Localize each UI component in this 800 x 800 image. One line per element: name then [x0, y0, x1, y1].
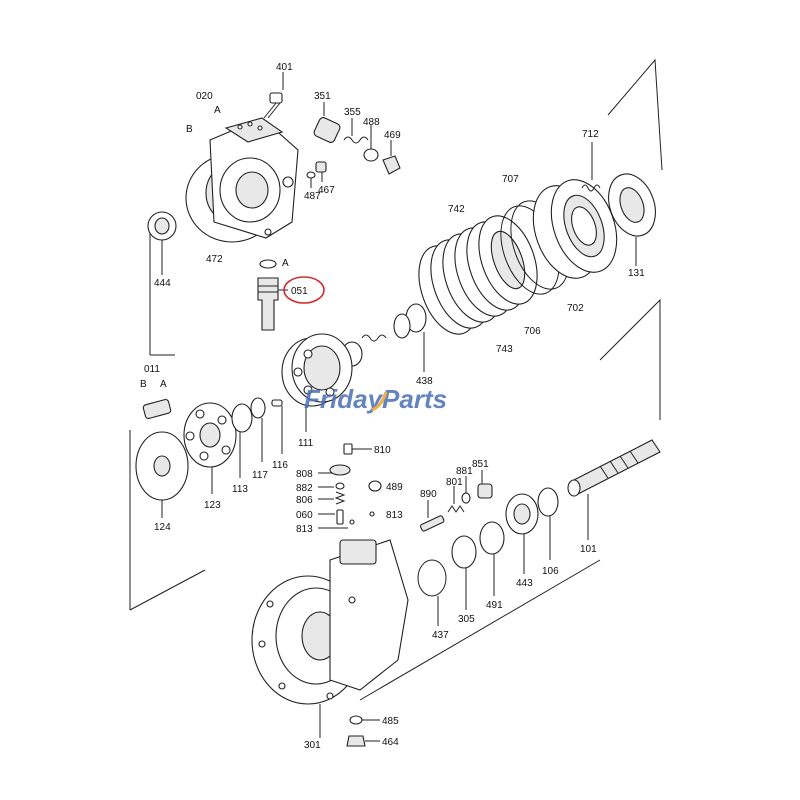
label-743: 743 [496, 344, 513, 355]
label-a1: A [214, 105, 221, 116]
label-b1: B [186, 124, 193, 135]
label-355: 355 [344, 107, 361, 118]
label-438: 438 [416, 376, 433, 387]
label-443: 443 [516, 578, 533, 589]
valve-stack [318, 443, 382, 529]
label-469: 469 [384, 130, 401, 141]
label-810: 810 [374, 445, 391, 456]
spring-712 [581, 142, 601, 192]
piston-group [135, 397, 283, 518]
label-444: 444 [154, 278, 171, 289]
label-301: 301 [304, 740, 321, 751]
label-489: 489 [386, 482, 403, 493]
label-702: 702 [567, 303, 584, 314]
label-485: 485 [382, 716, 399, 727]
output-shaft-101 [417, 439, 661, 626]
label-890: 890 [420, 489, 437, 500]
label-813b: 813 [386, 510, 403, 521]
brake-piston-702 [532, 179, 618, 279]
svg-text:FridayParts: FridayParts [304, 384, 447, 414]
label-020: 020 [196, 91, 213, 102]
label-851: 851 [472, 459, 489, 470]
label-464: 464 [382, 737, 399, 748]
label-060: 060 [296, 510, 313, 521]
housing-301 [251, 539, 409, 747]
label-491: 491 [486, 600, 503, 611]
frame-lines [129, 58, 663, 701]
plug-467 [306, 161, 327, 188]
label-b2: B [140, 379, 147, 390]
label-a2: A [282, 258, 289, 269]
label-a3: A [160, 379, 167, 390]
cover-131 [608, 173, 656, 266]
label-305: 305 [458, 614, 475, 625]
label-712: 712 [582, 129, 599, 140]
label-487: 487 [304, 191, 321, 202]
label-101: 101 [580, 544, 597, 555]
label-467: 467 [318, 185, 335, 196]
label-706: 706 [524, 326, 541, 337]
label-131: 131 [628, 268, 645, 279]
label-472: 472 [206, 254, 223, 265]
label-117: 117 [252, 470, 268, 481]
bearing-444 [147, 211, 177, 275]
label-437: 437 [432, 630, 449, 641]
cylinder-block-111 [281, 333, 353, 432]
label-806: 806 [296, 495, 313, 506]
part-labels: 401 020 A B 351 355 488 469 467 487 472 … [140, 62, 645, 751]
watermark-word-2: Parts [382, 384, 447, 414]
label-808: 808 [296, 469, 313, 480]
label-488: 488 [363, 117, 380, 128]
label-011: 011 [144, 364, 160, 375]
relief-valve-group [419, 470, 493, 532]
bolt-401 [263, 72, 284, 119]
shaft-051 [257, 259, 288, 331]
label-124: 124 [154, 522, 171, 533]
label-882: 882 [296, 483, 313, 494]
highlight-circle-051 [283, 276, 325, 304]
label-881: 881 [456, 466, 473, 477]
watermark-word-1: Friday [304, 384, 384, 414]
label-111: 111 [298, 438, 314, 449]
plug-stack [313, 102, 401, 175]
valve-cover-assembly [185, 117, 299, 243]
ring-group [341, 303, 427, 372]
label-113: 113 [232, 484, 248, 495]
label-116: 116 [272, 460, 288, 471]
label-801: 801 [446, 477, 463, 488]
label-351: 351 [314, 91, 331, 102]
label-742: 742 [448, 204, 465, 215]
label-123: 123 [204, 500, 221, 511]
label-106: 106 [542, 566, 559, 577]
watermark-logo: FridayParts [304, 384, 447, 414]
label-401: 401 [276, 62, 293, 73]
watermark-swoosh-icon [371, 391, 388, 412]
label-813a: 813 [296, 524, 313, 535]
label-051: 051 [291, 286, 308, 297]
label-707: 707 [502, 174, 519, 185]
